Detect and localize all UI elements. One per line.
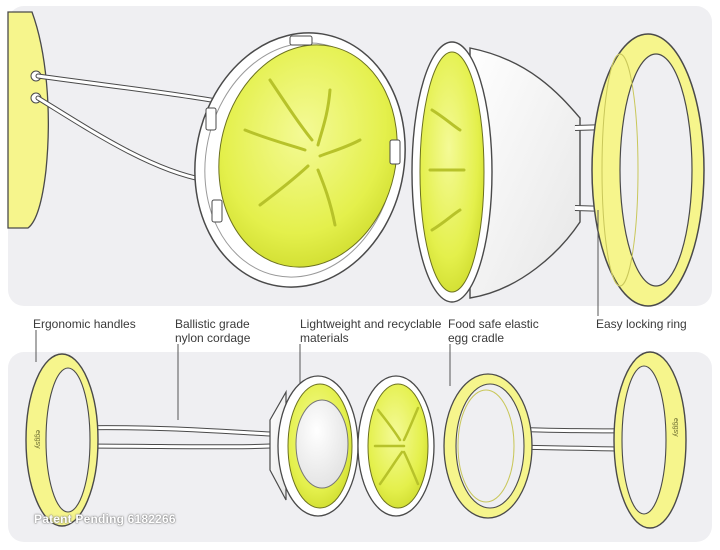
callout-recyclable-materials-line2: materials bbox=[300, 331, 349, 345]
callout-leaders bbox=[35, 210, 599, 420]
egg bbox=[295, 399, 349, 489]
callout-ergonomic-handles-text: Ergonomic handles bbox=[33, 317, 136, 331]
svg-text:eggsy: eggsy bbox=[672, 418, 679, 437]
bottom-locking-ring bbox=[443, 373, 533, 519]
callout-nylon-cordage: Ballistic grade nylon cordage bbox=[175, 317, 250, 345]
callout-recyclable-materials: Lightweight and recyclable materials bbox=[300, 317, 441, 345]
bottom-right-handle: eggsy bbox=[613, 351, 687, 529]
patent-watermark: Patent Pending 6182266 bbox=[34, 512, 176, 526]
callout-nylon-cordage-line2: nylon cordage bbox=[175, 331, 251, 345]
callout-locking-ring: Easy locking ring bbox=[596, 317, 687, 331]
callout-ergonomic-handles: Ergonomic handles bbox=[33, 317, 136, 331]
top-locking-ring bbox=[591, 33, 705, 307]
callout-egg-cradle-line1: Food safe elastic bbox=[448, 317, 539, 331]
top-right-cup bbox=[411, 41, 581, 303]
bottom-middle-cup bbox=[357, 375, 435, 517]
bottom-cup-with-egg bbox=[269, 375, 359, 517]
callout-egg-cradle-line2: egg cradle bbox=[448, 331, 505, 345]
top-left-cup bbox=[194, 32, 406, 288]
callout-locking-ring-text: Easy locking ring bbox=[596, 317, 687, 331]
svg-text:eggsy: eggsy bbox=[34, 430, 41, 449]
bottom-left-handle: eggsy bbox=[25, 353, 99, 527]
callout-recyclable-materials-line1: Lightweight and recyclable bbox=[300, 317, 442, 331]
callout-nylon-cordage-line1: Ballistic grade bbox=[175, 317, 250, 331]
callout-egg-cradle: Food safe elastic egg cradle bbox=[448, 317, 539, 345]
